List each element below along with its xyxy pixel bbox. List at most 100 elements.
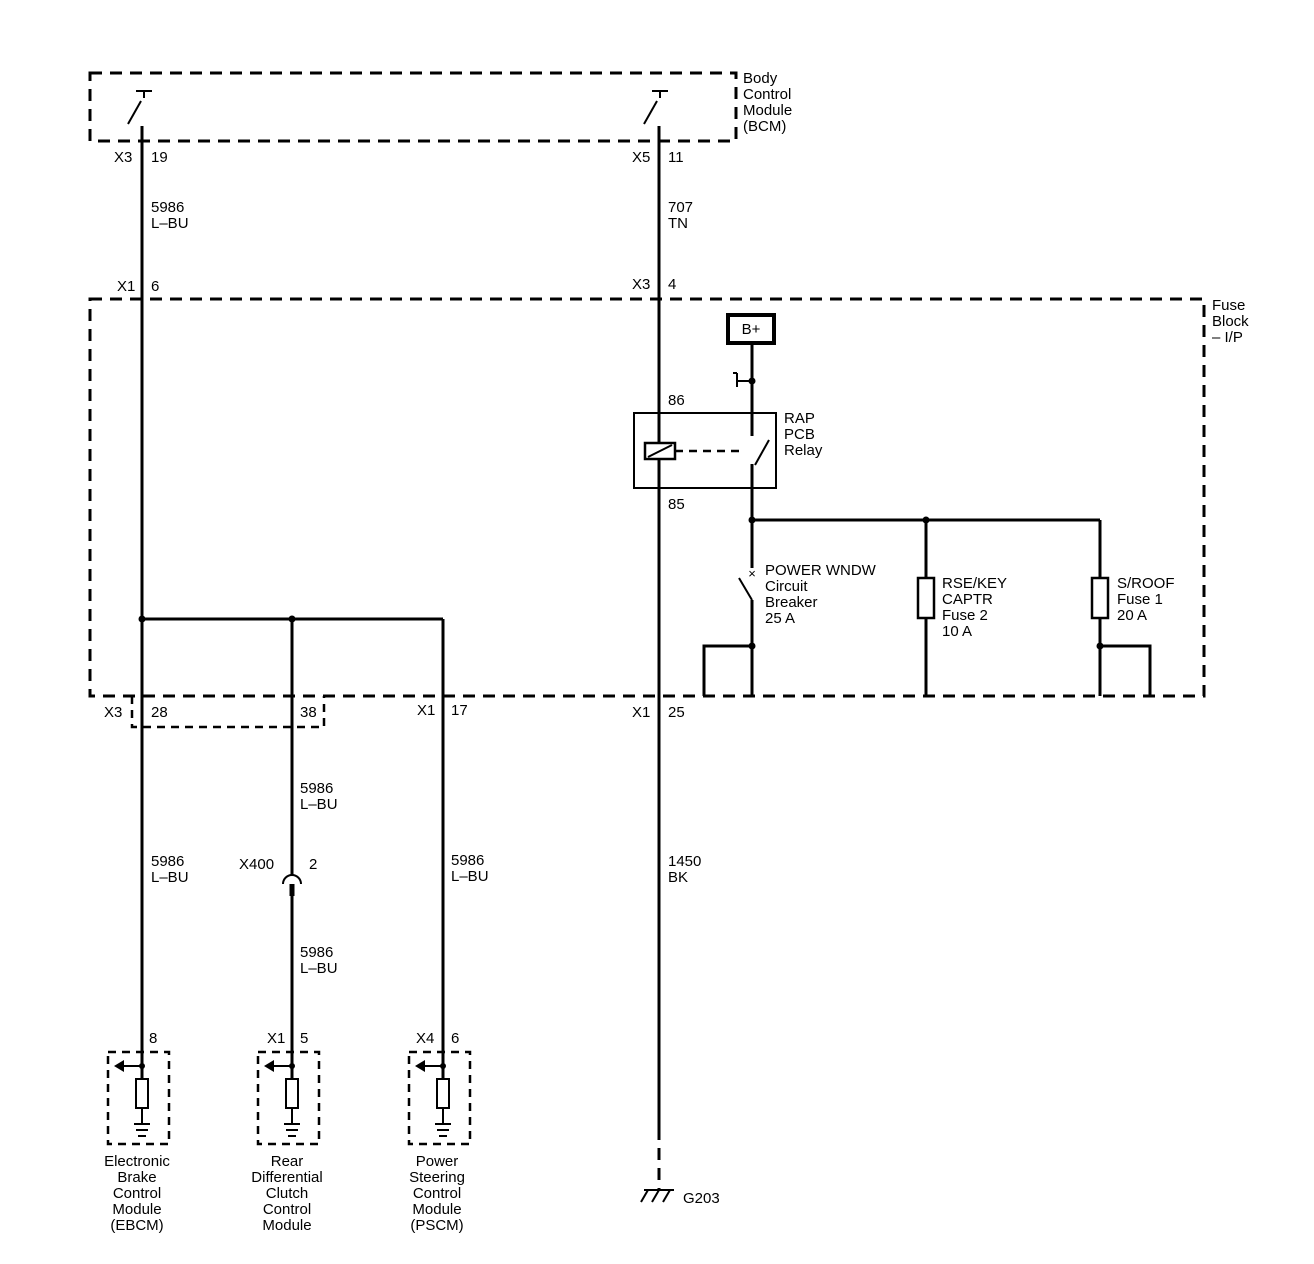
fuse2-label: RSE/KEY CAPTR Fuse 2 10 A xyxy=(942,575,1007,640)
bcm-box xyxy=(88,71,738,143)
wire-label-1450: 1450 BK xyxy=(668,853,701,886)
fb-conn-x1-17: X1 xyxy=(417,702,435,719)
svg-text:Module: Module xyxy=(412,1201,461,1218)
ebcm-module-icon xyxy=(106,1050,171,1146)
fuse1-icon xyxy=(1090,576,1110,620)
breaker-label: POWER WNDW Circuit Breaker 25 A xyxy=(765,562,877,627)
svg-text:25 A: 25 A xyxy=(765,610,795,627)
fb-pin-28: 28 xyxy=(151,704,168,721)
svg-text:5986: 5986 xyxy=(151,199,184,216)
wire-label-707: 707 TN xyxy=(668,199,693,232)
relay-coil-icon xyxy=(643,441,745,461)
fb-pin-in-right: 4 xyxy=(668,276,676,293)
svg-text:Brake: Brake xyxy=(117,1169,156,1186)
battery-positive-label: B+ xyxy=(742,321,761,338)
ground-icon xyxy=(640,1128,674,1203)
svg-text:Module: Module xyxy=(262,1217,311,1234)
rdcm-label: Rear Differential Clutch Control Module xyxy=(251,1153,322,1234)
bcm-switch-left-icon xyxy=(127,90,152,141)
svg-text:Circuit: Circuit xyxy=(765,578,808,595)
pscm-module-icon xyxy=(407,1050,472,1146)
relay-label: RAP PCB Relay xyxy=(784,410,823,459)
svg-text:(PSCM): (PSCM) xyxy=(410,1217,463,1234)
fb-conn-x3-out: X3 xyxy=(104,704,122,721)
svg-text:Fuse: Fuse xyxy=(1212,297,1245,314)
wire-label-5986-pscm: 5986 L–BU xyxy=(451,852,489,885)
svg-text:Power: Power xyxy=(416,1153,459,1170)
svg-text:Control: Control xyxy=(113,1185,161,1202)
svg-text:Rear: Rear xyxy=(271,1153,304,1170)
relay-switch-icon xyxy=(750,439,770,520)
fb-pin-25: 25 xyxy=(668,704,685,721)
svg-text:S/ROOF: S/ROOF xyxy=(1117,575,1175,592)
fb-conn-in-left: X1 xyxy=(117,278,135,295)
x3-connector-box xyxy=(130,696,326,729)
bplus-tap-icon xyxy=(733,372,752,387)
svg-text:5986: 5986 xyxy=(300,780,333,797)
wire-label-5986-ebcm: 5986 L–BU xyxy=(151,853,189,886)
rdcm-pin: 5 xyxy=(300,1030,308,1047)
svg-text:L–BU: L–BU xyxy=(151,869,189,886)
svg-text:5986: 5986 xyxy=(151,853,184,870)
relay-box xyxy=(633,412,777,489)
svg-text:Relay: Relay xyxy=(784,442,823,459)
svg-text:10 A: 10 A xyxy=(942,623,972,640)
svg-text:5986: 5986 xyxy=(451,852,484,869)
svg-text:L–BU: L–BU xyxy=(300,796,338,813)
svg-text:Control: Control xyxy=(263,1201,311,1218)
svg-text:Fuse 2: Fuse 2 xyxy=(942,607,988,624)
x400-conn-label: X400 xyxy=(239,856,274,873)
svg-text:Block: Block xyxy=(1212,313,1249,330)
x400-inline-connector-icon xyxy=(282,874,302,896)
fuse-block-label: Fuse Block – I/P xyxy=(1212,297,1249,346)
circuit-breaker-icon: × xyxy=(702,566,756,696)
svg-text:L–BU: L–BU xyxy=(300,960,338,977)
wire-label-5986-top: 5986 L–BU xyxy=(151,199,189,232)
x400-pin-label: 2 xyxy=(309,856,317,873)
svg-text:Control: Control xyxy=(743,86,791,103)
bcm-label: Body Control Module (BCM) xyxy=(743,70,792,135)
svg-text:707: 707 xyxy=(668,199,693,216)
ebcm-pin: 8 xyxy=(149,1030,157,1047)
svg-text:Differential: Differential xyxy=(251,1169,322,1186)
relay-pin-85: 85 xyxy=(668,496,685,513)
fb-pin-in-left: 6 xyxy=(151,278,159,295)
pscm-label: Power Steering Control Module (PSCM) xyxy=(409,1153,465,1234)
svg-text:Clutch: Clutch xyxy=(266,1185,309,1202)
svg-text:Module: Module xyxy=(743,102,792,119)
svg-text:Electronic: Electronic xyxy=(104,1153,170,1170)
ground-label: G203 xyxy=(683,1190,720,1207)
svg-text:TN: TN xyxy=(668,215,688,232)
svg-text:Body: Body xyxy=(743,70,778,87)
svg-text:(EBCM): (EBCM) xyxy=(110,1217,163,1234)
pscm-pin: 6 xyxy=(451,1030,459,1047)
svg-text:CAPTR: CAPTR xyxy=(942,591,993,608)
fuse2-icon xyxy=(916,576,936,620)
wire-label-5986-rdcm-upper: 5986 L–BU xyxy=(300,780,338,813)
bcm-conn-left: X3 xyxy=(114,149,132,166)
relay-pin-86: 86 xyxy=(668,392,685,409)
svg-text:1450: 1450 xyxy=(668,853,701,870)
svg-text:Steering: Steering xyxy=(409,1169,465,1186)
fb-conn-x1-25: X1 xyxy=(632,704,650,721)
svg-text:Module: Module xyxy=(112,1201,161,1218)
fuse-block-box xyxy=(88,297,1206,698)
svg-text:L–BU: L–BU xyxy=(151,215,189,232)
svg-text:Control: Control xyxy=(413,1185,461,1202)
svg-text:– I/P: – I/P xyxy=(1212,329,1243,346)
svg-text:Fuse 1: Fuse 1 xyxy=(1117,591,1163,608)
bcm-conn-right: X5 xyxy=(632,149,650,166)
fb-conn-in-right: X3 xyxy=(632,276,650,293)
bcm-pin-right: 11 xyxy=(668,149,684,166)
svg-text:5986: 5986 xyxy=(300,944,333,961)
svg-text:20 A: 20 A xyxy=(1117,607,1147,624)
fuse1-label: S/ROOF Fuse 1 20 A xyxy=(1117,575,1175,624)
fb-pin-17: 17 xyxy=(451,702,468,719)
rdcm-module-icon xyxy=(256,1050,321,1146)
rdcm-conn: X1 xyxy=(267,1030,285,1047)
svg-text:RSE/KEY: RSE/KEY xyxy=(942,575,1007,592)
bcm-pin-left: 19 xyxy=(151,149,168,166)
svg-text:×: × xyxy=(748,566,756,581)
svg-text:RAP: RAP xyxy=(784,410,815,427)
